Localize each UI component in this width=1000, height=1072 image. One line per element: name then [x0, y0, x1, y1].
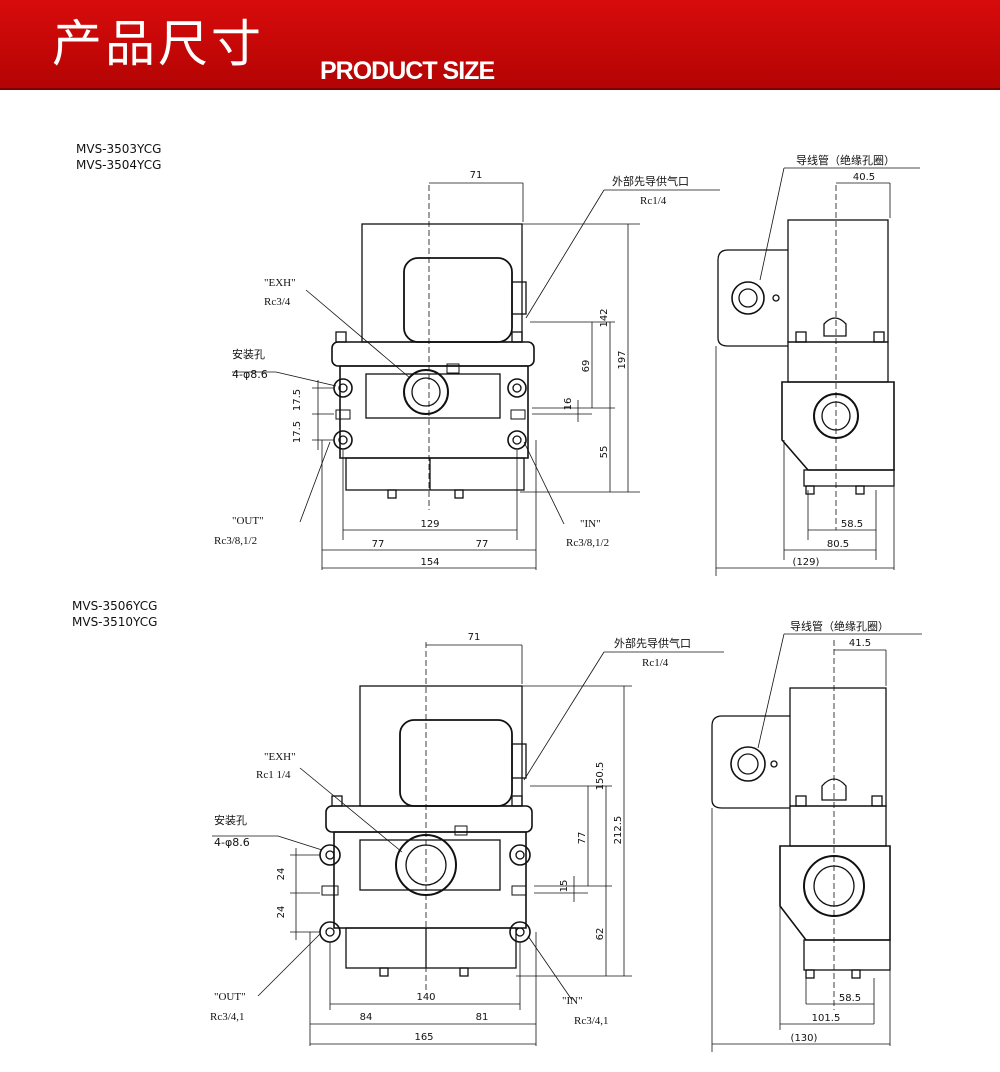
side-view-2 [711, 633, 922, 1052]
in-size: Rc3/8,1/2 [566, 537, 609, 549]
model-label-1b: MVS-3504YCG [76, 158, 162, 172]
page-title: 产品尺寸 [52, 15, 264, 73]
model-label-1a: MVS-3503YCG [76, 142, 162, 156]
exh-label: "EXH" [264, 277, 296, 289]
in-size-2: Rc3/4,1 [574, 1015, 609, 1027]
exh-size: Rc3/4 [264, 296, 291, 308]
dim-h-total: 197 [617, 350, 628, 369]
out-size: Rc3/8,1/2 [214, 535, 257, 547]
dim-w-inner: 129 [420, 519, 439, 530]
side-w-total: (129) [793, 557, 820, 568]
side-view-1 [715, 167, 920, 576]
dim-h-mid-2: 77 [577, 832, 588, 845]
out-label: "OUT" [232, 515, 264, 527]
side-w-inner-2: 58.5 [839, 993, 861, 1004]
side-w-total-2: (130) [791, 1033, 818, 1044]
model-label-2a: MVS-3506YCG [72, 599, 158, 613]
dim-h-mid: 69 [581, 360, 592, 373]
dim-v-left-top: 17.5 [292, 389, 303, 411]
mount-size: 4-φ8.6 [232, 368, 268, 381]
dim-h-upper: 142 [599, 308, 610, 327]
dim-h-total-2: 212.5 [613, 816, 624, 845]
dim-w-total: 154 [420, 557, 439, 568]
dim-h-lower-2: 62 [595, 928, 606, 941]
dim-w-left: 77 [372, 539, 385, 550]
dim-v-left-top-2: 24 [276, 868, 287, 881]
exh-label-2: "EXH" [264, 751, 296, 763]
conduit-label: 导线管（绝缘孔圈） [796, 153, 895, 167]
dim-w-left-2: 84 [360, 1012, 373, 1023]
pilot-port-label: 外部先导供气口 [612, 174, 689, 188]
side-w-mid: 80.5 [827, 539, 849, 550]
dim-h-small-2: 15 [559, 880, 570, 893]
side-top-width: 40.5 [853, 172, 875, 183]
dim-v-left-bot-2: 24 [276, 906, 287, 919]
side-top-width-2: 41.5 [849, 638, 871, 649]
mount-size-2: 4-φ8.6 [214, 836, 250, 849]
dim-top-width-2: 71 [468, 632, 481, 643]
pilot-port-size: Rc1/4 [640, 195, 667, 207]
dim-h-lower: 55 [599, 446, 610, 459]
front-view-1 [232, 182, 720, 570]
dim-w-total-2: 165 [414, 1032, 433, 1043]
dim-v-left-bot: 17.5 [292, 421, 303, 443]
pilot-port-size-2: Rc1/4 [642, 657, 669, 669]
dim-top-width: 71 [470, 170, 483, 181]
dim-w-inner-2: 140 [416, 992, 435, 1003]
page-subtitle: PRODUCT SIZE [320, 57, 495, 85]
out-label-2: "OUT" [214, 991, 246, 1003]
in-label: "IN" [580, 518, 601, 530]
side-w-mid-2: 101.5 [812, 1013, 841, 1024]
side-w-inner: 58.5 [841, 519, 863, 530]
model-label-2b: MVS-3510YCG [72, 615, 158, 629]
exh-size-2: Rc1 1/4 [256, 769, 291, 781]
pilot-port-label-2: 外部先导供气口 [614, 636, 691, 650]
out-size-2: Rc3/4,1 [210, 1011, 245, 1023]
dim-w-right-2: 81 [476, 1012, 489, 1023]
dim-w-right: 77 [476, 539, 489, 550]
conduit-label-2: 导线管（绝缘孔圈） [790, 619, 889, 633]
in-label-2: "IN" [562, 995, 583, 1007]
front-view-2 [212, 642, 724, 1046]
mount-label-2: 安装孔 [214, 813, 247, 827]
dim-h-upper-2: 150.5 [595, 762, 606, 791]
header-banner: 产品尺寸 PRODUCT SIZE [0, 0, 1000, 90]
dim-h-small: 16 [563, 398, 574, 411]
mount-label: 安装孔 [232, 347, 265, 361]
